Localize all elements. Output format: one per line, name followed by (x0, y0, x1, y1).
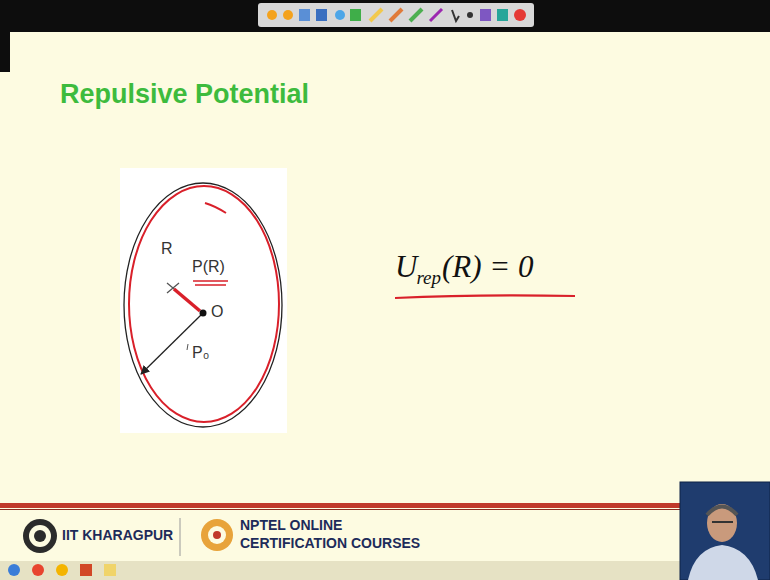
radius-label: P₀ (192, 344, 209, 362)
toolbar (258, 3, 534, 27)
iit-logo (23, 519, 57, 553)
programme-name: NPTEL ONLINE (240, 518, 342, 533)
point-label: P(R) (192, 258, 225, 276)
institute-name: IIT KHARAGPUR (62, 528, 173, 543)
nptel-logo (201, 519, 233, 551)
formula-symbol: U (395, 250, 417, 284)
formula-body: (R) = 0 (442, 250, 534, 284)
programme-name: CERTIFICATION COURSES (240, 536, 420, 551)
footer-rule (0, 503, 770, 508)
footer-rule-thin (0, 509, 770, 510)
formula-subscript: rep (416, 268, 441, 289)
footer-divider (180, 518, 181, 556)
circle-figure (120, 168, 287, 433)
taskbar (0, 561, 680, 580)
slide-title: Repulsive Potential (60, 80, 309, 110)
top-bar (0, 0, 770, 32)
point-label: O (211, 303, 223, 321)
left-edge (0, 32, 10, 72)
point-label: R (161, 240, 173, 258)
taskbar-icons (8, 564, 116, 576)
speaker-video (680, 482, 770, 580)
formula-underline (395, 295, 575, 298)
